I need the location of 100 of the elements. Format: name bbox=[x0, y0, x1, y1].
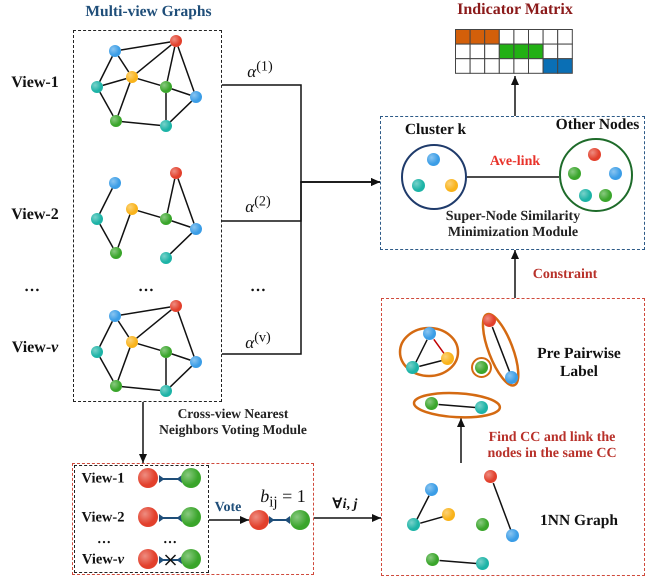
graph-node-dot bbox=[108, 310, 120, 322]
graph-node-dot bbox=[181, 468, 201, 488]
link-line bbox=[138, 342, 160, 352]
graph-node-dot bbox=[160, 80, 172, 92]
graph-node-dot bbox=[423, 327, 436, 340]
link-line bbox=[492, 482, 512, 530]
arrow bbox=[511, 250, 519, 298]
link-line bbox=[138, 78, 160, 86]
arrow bbox=[209, 516, 249, 524]
tee-link-line bbox=[159, 556, 182, 564]
tee-link-line bbox=[159, 475, 182, 483]
tee-link-line bbox=[159, 514, 182, 522]
link-line bbox=[120, 306, 170, 316]
graph-node-dot bbox=[425, 483, 438, 496]
graph-node-dot bbox=[160, 120, 172, 132]
link-line bbox=[99, 56, 113, 82]
link-line bbox=[420, 516, 443, 524]
link-line bbox=[120, 41, 170, 51]
arrow bbox=[314, 514, 381, 522]
graph-node-dot bbox=[126, 70, 138, 82]
link-line bbox=[102, 78, 126, 86]
link-line bbox=[419, 360, 442, 368]
graph-node-dot bbox=[608, 166, 622, 180]
graph-node-dot bbox=[160, 212, 172, 224]
graph-node-dot bbox=[444, 178, 458, 192]
link-line bbox=[171, 353, 191, 361]
graph-node-dot bbox=[181, 549, 201, 569]
link-line bbox=[177, 311, 195, 357]
link-line bbox=[117, 347, 131, 381]
graph-node-dot bbox=[181, 507, 201, 527]
matrix-title: Indicator Matrix bbox=[456, 1, 574, 20]
graph-node-dot bbox=[190, 90, 202, 102]
link-line bbox=[117, 82, 131, 116]
graph-node-dot bbox=[108, 44, 120, 56]
graph-node-dot bbox=[476, 557, 489, 570]
link-line bbox=[171, 88, 191, 96]
view-label: View-1 bbox=[82, 470, 124, 488]
view-label: View-v bbox=[82, 552, 124, 568]
dashed-panel bbox=[74, 464, 208, 572]
graph-node-dot bbox=[598, 188, 612, 202]
view-label: View-2 bbox=[82, 510, 124, 526]
tee-link-line bbox=[269, 516, 290, 524]
graph-node-dot bbox=[160, 346, 172, 358]
graph-node-dot bbox=[138, 507, 158, 527]
link-line bbox=[467, 176, 559, 178]
step-label: 1NN Graph bbox=[540, 512, 618, 530]
graph-node-dot bbox=[190, 356, 202, 368]
link-line bbox=[166, 46, 176, 82]
graph-node-dot bbox=[126, 202, 138, 214]
graph-node-dot bbox=[110, 114, 122, 126]
formula-label: b$_{ij}$ = 1 bbox=[260, 486, 306, 512]
link-line bbox=[99, 321, 113, 347]
arrow bbox=[139, 402, 147, 463]
graph-node-dot bbox=[484, 470, 497, 483]
graph-node-dot bbox=[170, 300, 182, 312]
ellipsis: … bbox=[250, 278, 266, 296]
link-line bbox=[138, 210, 160, 218]
graph-node-dot bbox=[474, 360, 488, 374]
arrow bbox=[222, 178, 380, 355]
arrow bbox=[511, 76, 519, 116]
graph-node-dot bbox=[190, 222, 202, 234]
link-line bbox=[122, 386, 160, 392]
graph-node-dot bbox=[290, 510, 310, 530]
panel-title: Cross-view Nearest Neighbors Voting Module bbox=[158, 406, 308, 438]
view-label: View-v bbox=[12, 338, 58, 358]
view-label: View-1 bbox=[11, 74, 59, 92]
step-label: Pre Pairwise Label bbox=[536, 345, 622, 381]
link-line bbox=[177, 46, 195, 92]
link-line bbox=[136, 44, 172, 74]
graph-node-dot bbox=[160, 252, 172, 264]
graph-node-dot bbox=[248, 510, 268, 530]
ellipsis: … bbox=[138, 278, 154, 296]
ellipsis: … bbox=[97, 532, 111, 548]
graph-node-dot bbox=[108, 176, 120, 188]
link-line bbox=[171, 220, 191, 228]
link-line bbox=[416, 495, 430, 520]
graph-node-dot bbox=[476, 518, 489, 531]
graph-node-dot bbox=[170, 166, 182, 178]
graph-node-dot bbox=[90, 80, 102, 92]
link-line bbox=[117, 214, 131, 248]
graph-node-dot bbox=[426, 152, 440, 166]
graph-node-dot bbox=[110, 246, 122, 258]
graph-node-dot bbox=[170, 34, 182, 46]
panel-title: Super-Node Similarity Minimization Module bbox=[444, 209, 582, 242]
graph-node-dot bbox=[160, 384, 172, 396]
graph-node-dot bbox=[426, 553, 439, 566]
graph-node-dot bbox=[126, 336, 138, 348]
link-line bbox=[99, 356, 114, 382]
group-ring bbox=[471, 357, 492, 378]
link-line bbox=[99, 92, 114, 116]
link-line bbox=[165, 93, 167, 120]
link-line bbox=[118, 320, 130, 338]
link-line bbox=[118, 56, 130, 72]
graph-node-dot bbox=[441, 352, 454, 365]
link-line bbox=[415, 339, 428, 363]
graph-node-dot bbox=[474, 400, 488, 414]
graph-node-dot bbox=[407, 518, 420, 531]
link-line bbox=[166, 178, 176, 214]
cluster-label: Cluster k bbox=[404, 120, 468, 138]
link-line bbox=[170, 232, 192, 254]
